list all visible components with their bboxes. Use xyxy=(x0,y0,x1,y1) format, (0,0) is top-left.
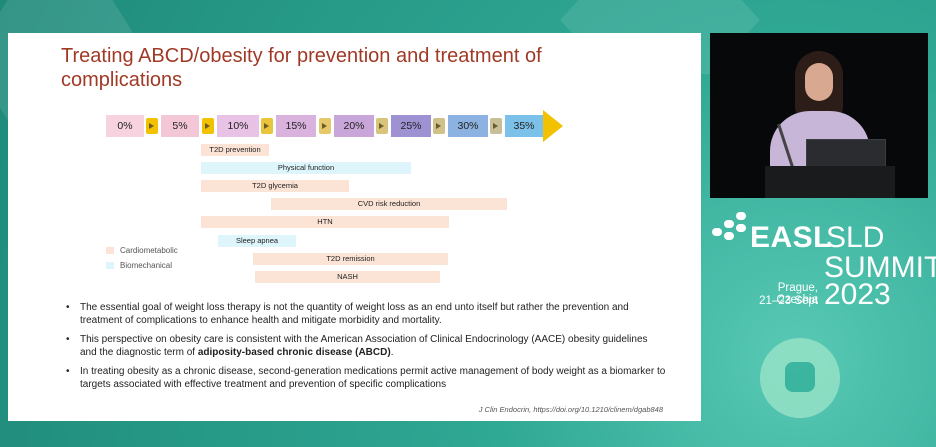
bullet-list: The essential goal of weight loss therap… xyxy=(66,302,666,398)
weight-loss-scale: 0% 5% 10% 15% 20% 25% 30% 35% xyxy=(106,110,566,142)
lectern xyxy=(765,166,895,198)
bullet-text: The essential goal of weight loss therap… xyxy=(80,302,629,326)
scale-step: 5% xyxy=(161,115,199,137)
legend-label: Cardiometabolic xyxy=(120,246,178,255)
slide-title: Treating ABCD/obesity for prevention and… xyxy=(61,45,542,91)
bar-t2d-glycemia: T2D glycemia xyxy=(201,180,349,192)
scale-step: 35% xyxy=(505,115,543,137)
scale-step: 0% xyxy=(106,115,144,137)
scale-end-arrow-icon xyxy=(543,110,563,142)
bar-nash: NASH xyxy=(255,271,440,283)
bar-t2d-prevention: T2D prevention xyxy=(201,144,269,156)
bullet-bold-term: adiposity-based chronic disease (ABCD) xyxy=(197,346,391,358)
legend-swatch-biomech xyxy=(106,262,114,270)
bullet-text-end: . xyxy=(390,346,394,358)
event-location: Prague, Czechia xyxy=(776,282,818,306)
bullet-item: In treating obesity as a chronic disease… xyxy=(66,366,666,391)
bullet-text: In treating obesity as a chronic disease… xyxy=(80,366,666,390)
scale-step: 20% xyxy=(334,115,374,137)
bar-sleep-apnea: Sleep apnea xyxy=(218,235,296,247)
legend-label: Biomechanical xyxy=(120,261,173,270)
scale-step: 10% xyxy=(217,115,259,137)
bullet-text: This perspective on obesity care is cons… xyxy=(80,334,648,358)
bar-cvd-risk-reduction: CVD risk reduction xyxy=(271,198,507,210)
legend-cardiometabolic: Cardiometabolic xyxy=(106,246,178,256)
scale-step: 15% xyxy=(276,115,316,137)
scale-step: 25% xyxy=(391,115,431,137)
scale-arrow-icon xyxy=(146,118,158,134)
scale-step: 30% xyxy=(448,115,488,137)
easl-wordmark: EASL xyxy=(750,221,833,254)
legend-swatch-cardio xyxy=(106,247,114,255)
scale-arrow-icon xyxy=(433,118,445,134)
speaker-face xyxy=(805,63,833,101)
citation: J Clin Endocrin, https://doi.org/10.1210… xyxy=(478,405,663,414)
easl-summit-logo: EASL SLD SUMMIT 2023 Prague, Czechia 21–… xyxy=(712,208,936,311)
scale-arrow-icon xyxy=(261,118,273,134)
bullet-item: This perspective on obesity care is cons… xyxy=(66,334,666,359)
bullet-item: The essential goal of weight loss therap… xyxy=(66,302,666,327)
legend-biomechanical: Biomechanical xyxy=(106,261,172,271)
summit-text: SUMMIT xyxy=(824,251,936,284)
presentation-slide: Treating ABCD/obesity for prevention and… xyxy=(8,33,701,421)
sld-text: SLD xyxy=(826,221,885,254)
bar-physical-function: Physical function xyxy=(201,162,411,174)
bar-htn: HTN xyxy=(201,216,449,228)
scale-arrow-icon xyxy=(376,118,388,134)
speaker-video xyxy=(710,33,928,198)
summit-year: 2023 xyxy=(824,278,891,311)
event-dates: 21–23 Sept xyxy=(759,295,818,307)
decorative-hex-ring xyxy=(760,338,840,418)
scale-arrow-icon xyxy=(202,118,214,134)
bar-t2d-remission: T2D remission xyxy=(253,253,448,265)
scale-arrow-icon xyxy=(490,118,502,134)
easl-logo-icon xyxy=(712,210,752,240)
scale-arrow-icon xyxy=(319,118,331,134)
